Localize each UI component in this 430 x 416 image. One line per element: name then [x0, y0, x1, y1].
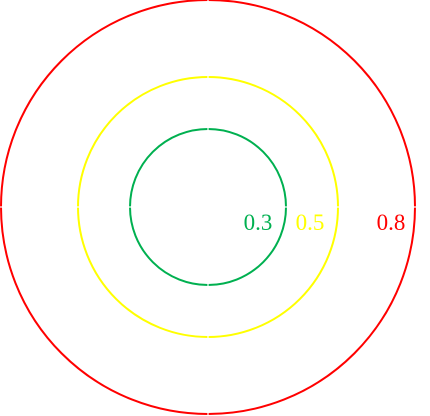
ring-inner-ticks [127, 126, 289, 288]
ring-group-outer: 0.8 [0, 0, 418, 416]
ring-outer-circle [0, 0, 416, 415]
ring-outer-ticks [0, 0, 418, 416]
ring-middle-circle [77, 76, 339, 338]
ring-group-inner: 0.3 [127, 126, 289, 288]
ring-outer-label: 0.8 [377, 210, 406, 235]
ring-inner-label: 0.3 [244, 210, 273, 235]
ring-middle-label: 0.5 [296, 210, 325, 235]
ring-middle-ticks [75, 74, 341, 340]
ring-group-middle: 0.5 [75, 74, 341, 340]
ring-inner-circle [129, 128, 287, 286]
